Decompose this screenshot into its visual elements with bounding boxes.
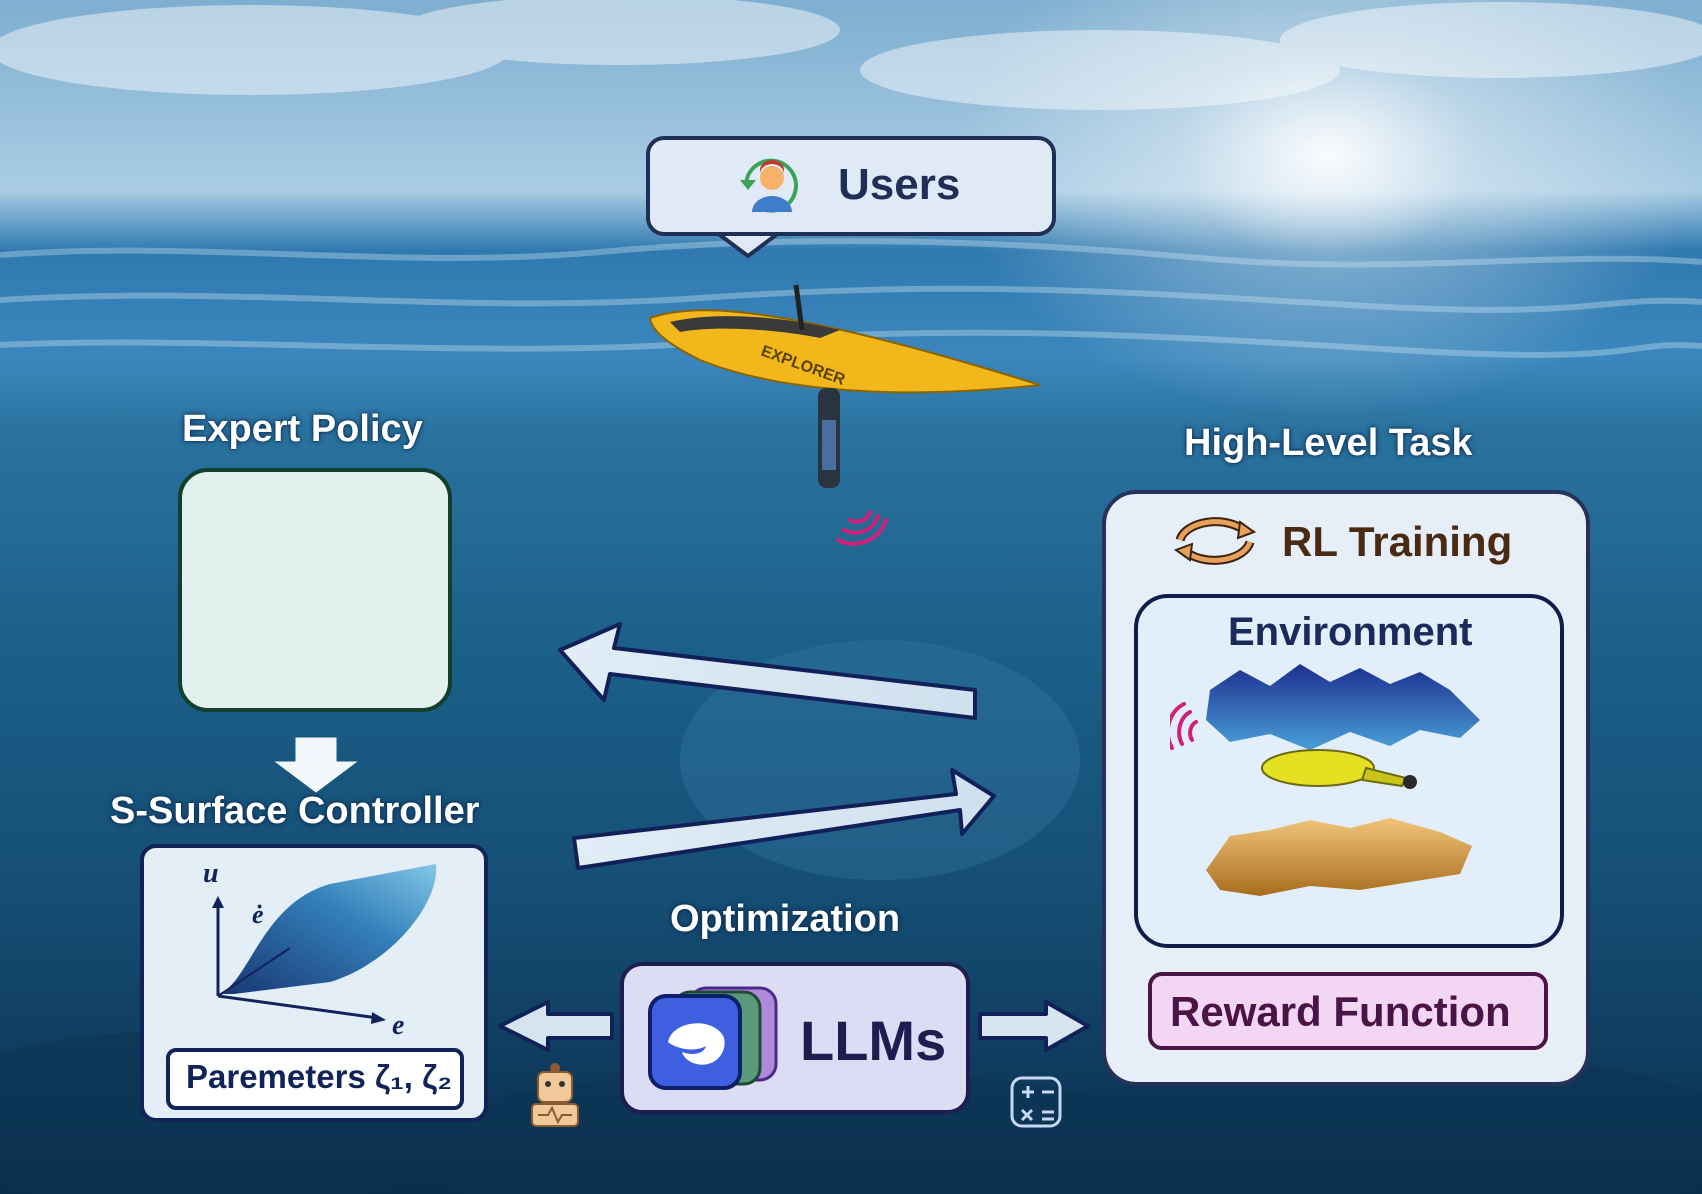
environment-illustration [1170,664,1480,896]
high-level-task-label: High-Level Task [1184,422,1473,464]
parameters-label: Paremeters ζ₁, ζ₂ [186,1058,452,1095]
cycle-arrows-icon [1173,517,1257,565]
robot-icon [531,1063,579,1127]
axis-u-label: u [203,858,219,889]
environment-label: Environment [1228,610,1473,654]
whale-logo-icon [648,994,742,1090]
auv-image [1261,749,1417,789]
users-label: Users [838,160,961,209]
parameters-box [166,1048,464,1110]
optimization-label: Optimization [670,898,901,940]
arrow-llm-to-reward [978,1000,1090,1052]
boat-image: EXPLORER [648,284,1041,488]
arrow-task-to-expert [558,622,977,720]
s-surface-controller-label: S-Surface Controller [110,790,480,832]
axis-e-dot-label: ė [252,900,264,929]
signal-icon [836,510,888,546]
expert-policy-label: Expert Policy [182,408,423,450]
llms-label: LLMs [800,1009,947,1072]
users-box [646,136,1056,236]
arrow-controller-to-task [572,768,996,870]
axis-e-label: e [392,1010,405,1041]
rl-training-label: RL Training [1282,518,1513,565]
clouds [0,0,1702,110]
llm-logos [648,986,778,1090]
user-refresh-icon [740,158,798,213]
calculator-icon [1010,1076,1062,1128]
s-surface-plot [212,864,437,1024]
expert-policy-box [178,468,452,712]
arrow-llm-to-controller [498,1000,614,1052]
signal-icon [1170,702,1198,750]
reward-function-box [1148,972,1548,1050]
down-arrow [274,737,358,793]
water-surface-waves [0,238,1702,358]
reward-function-label: Reward Function [1170,988,1511,1035]
